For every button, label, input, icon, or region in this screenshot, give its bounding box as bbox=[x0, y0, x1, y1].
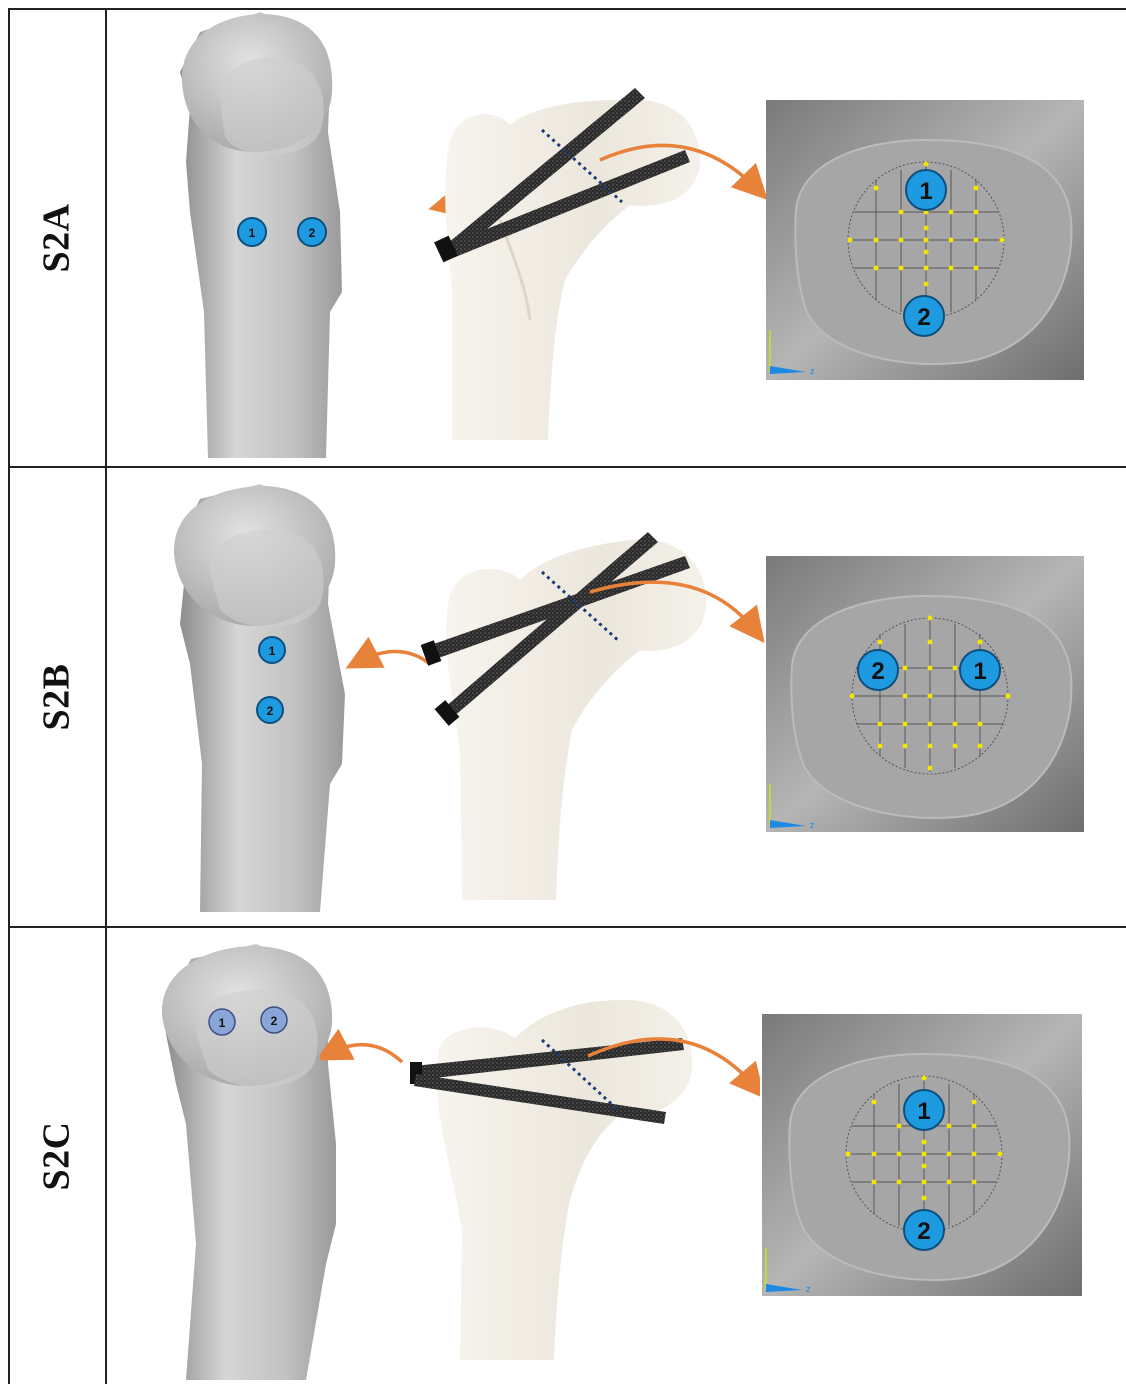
femur-screw-view-s2b bbox=[340, 520, 770, 910]
svg-text:1: 1 bbox=[919, 178, 932, 205]
arrow-to-lateral bbox=[358, 651, 430, 664]
lateral-marker-1: 1 bbox=[238, 218, 266, 246]
lateral-marker-2: 2 bbox=[298, 218, 326, 246]
svg-text:1: 1 bbox=[269, 644, 276, 658]
svg-text:2: 2 bbox=[871, 658, 884, 685]
section-marker-2: 2 bbox=[858, 650, 898, 690]
svg-text:2: 2 bbox=[917, 1218, 930, 1245]
femur-screw-view-s2a bbox=[360, 80, 780, 450]
row-label-s2c: S2C bbox=[8, 928, 105, 1384]
cross-section-view-s2b: 2 1 z bbox=[766, 556, 1084, 832]
row-label-s2a: S2A bbox=[8, 10, 105, 466]
femur-screw-view-s2c bbox=[320, 990, 760, 1370]
section-marker-1: 1 bbox=[960, 650, 1000, 690]
column-divider bbox=[105, 8, 107, 1384]
svg-text:z: z bbox=[810, 820, 815, 830]
section-marker-1: 1 bbox=[906, 170, 946, 210]
svg-text:z: z bbox=[810, 366, 815, 376]
cross-section-view-s2c: 1 2 z bbox=[762, 1014, 1082, 1296]
row-label-s2b: S2B bbox=[8, 468, 105, 926]
lateral-marker-2: 2 bbox=[257, 697, 283, 723]
row-divider-1 bbox=[8, 466, 1126, 468]
row-divider-2 bbox=[8, 926, 1126, 928]
lateral-marker-1: 1 bbox=[259, 637, 285, 663]
svg-text:2: 2 bbox=[271, 1014, 278, 1028]
section-marker-2: 2 bbox=[904, 1210, 944, 1250]
arrow-to-lateral bbox=[328, 1045, 402, 1062]
svg-text:2: 2 bbox=[267, 704, 274, 718]
svg-text:2: 2 bbox=[309, 226, 316, 240]
lateral-marker-1: 1 bbox=[209, 1009, 235, 1035]
cross-section-view-s2a: 1 2 z bbox=[766, 100, 1084, 380]
svg-text:1: 1 bbox=[219, 1016, 226, 1030]
lateral-marker-2: 2 bbox=[261, 1007, 287, 1033]
svg-text:2: 2 bbox=[917, 304, 930, 331]
svg-text:1: 1 bbox=[973, 658, 986, 685]
section-marker-1: 1 bbox=[904, 1090, 944, 1130]
lateral-bone-view-s2a: 1 2 bbox=[160, 12, 380, 458]
svg-text:1: 1 bbox=[917, 1098, 930, 1125]
svg-text:z: z bbox=[806, 1284, 811, 1294]
row-label-text: S2A bbox=[34, 203, 78, 272]
row-label-text: S2B bbox=[34, 664, 78, 731]
svg-text:1: 1 bbox=[249, 226, 256, 240]
section-marker-2: 2 bbox=[904, 296, 944, 336]
row-label-text: S2C bbox=[34, 1121, 78, 1190]
